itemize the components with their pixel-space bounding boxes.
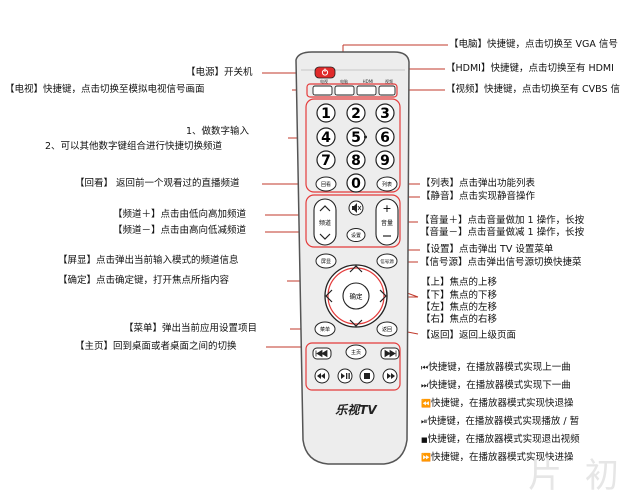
label-next-track: ⏭快捷键，在播放器模式实现下一曲 [421, 380, 571, 391]
svg-text:屏显: 屏显 [321, 259, 331, 265]
prev-track-button[interactable] [312, 347, 332, 360]
list-button[interactable]: 列表 [376, 176, 398, 192]
brand-logo: 乐视TV [335, 403, 378, 417]
svg-text:8: 8 [351, 153, 361, 169]
label-hdmi: 【HDMI】快捷键，点击切换至有 HDMI [446, 63, 614, 74]
label-list: 【列表】点击弹出功能列表 [421, 178, 536, 189]
label-play-pause: ⏯快捷键，在播放器模式实现播放 / 暂 [421, 416, 580, 427]
hdmi-button[interactable] [356, 85, 377, 96]
tv-button[interactable] [312, 85, 333, 96]
svg-text:频道: 频道 [319, 219, 331, 227]
svg-text:确定: 确定 [350, 292, 364, 301]
label-menu: 【菜单】弹出当前应用设置项目 [124, 323, 258, 334]
tv-label: 电视 [320, 78, 328, 84]
digit-button-6[interactable]: 6 [375, 127, 395, 147]
next-track-button[interactable] [380, 347, 400, 360]
digit-button-0[interactable]: 0 [346, 173, 366, 193]
play-pause-icon: ⏯ [421, 417, 428, 426]
svg-text:3: 3 [380, 106, 390, 122]
svg-text:返回: 返回 [382, 326, 392, 333]
label-tv: 【电视】快捷键，点击切换至模拟电视信号画面 [5, 84, 205, 95]
display-button[interactable]: 屏显 [315, 253, 337, 269]
mute-button[interactable] [348, 200, 364, 216]
label-fast-forward: ⏩快捷键，在播放器模式实现快进操 [421, 452, 574, 463]
label-right: 【右】焦点的右移 [421, 314, 498, 325]
label-settings: 【设置】点击弹出 TV 设置菜单 [421, 244, 554, 255]
label-up: 【上】焦点的上移 [421, 277, 498, 288]
label-volume-up: 【音量＋】点击音量做加 1 操作，长按 [420, 215, 585, 226]
label-ok: 【确定】点击确定键，打开焦点所指内容 [58, 275, 230, 286]
svg-text:0: 0 [351, 176, 361, 192]
menu-button[interactable]: 菜单 [314, 321, 336, 337]
power-button[interactable] [314, 66, 336, 79]
source-button[interactable]: 信号源 [376, 253, 398, 269]
label-display: 【屏显】点击弹出当前输入模式的频道信息 [58, 255, 239, 266]
prev-track-icon: ⏮ [421, 363, 429, 372]
label-down: 【下】焦点的下移 [421, 290, 498, 301]
digit-button-7[interactable]: 7 [316, 150, 336, 170]
hdmi-label: HDMI [363, 79, 374, 84]
svg-text:5: 5 [351, 130, 361, 146]
label-home: 【主页】回到桌面或者桌面之间的切换 [75, 341, 237, 352]
label-back-view: 【回看】 返回前一个观看过的直播频道 [75, 178, 240, 189]
video-button[interactable] [378, 85, 396, 96]
label-channel-down: 【频道－】点击由高向低减频道 [113, 225, 247, 236]
svg-text:信号源: 信号源 [380, 258, 394, 265]
svg-text:2: 2 [351, 106, 361, 122]
rewind-button[interactable] [314, 368, 330, 384]
svg-text:主页: 主页 [351, 349, 361, 356]
svg-text:回看: 回看 [321, 181, 331, 188]
label-pc: 【电脑】快捷键，点击切换至 VGA 信号 [449, 39, 618, 50]
label-digits-1: 1、做数字输入 [186, 126, 250, 137]
label-stop: ■快捷键，在播放器模式实现退出视频 [421, 434, 580, 445]
digit-button-4[interactable]: 4 [316, 127, 336, 147]
return-button[interactable]: 返回 [376, 321, 398, 337]
back-view-button[interactable]: 回看 [315, 176, 337, 192]
video-label: 视频 [385, 78, 393, 84]
svg-text:4: 4 [321, 130, 331, 146]
pc-label: 电脑 [340, 78, 348, 84]
ok-button[interactable]: 确定 [342, 282, 370, 310]
svg-text:设置: 设置 [351, 232, 361, 239]
svg-text:菜单: 菜单 [320, 326, 330, 333]
digit-button-5[interactable]: 5 [346, 127, 367, 147]
digit-button-9[interactable]: 9 [375, 150, 395, 170]
label-left: 【左】焦点的左移 [421, 302, 498, 313]
svg-text:列表: 列表 [382, 181, 392, 188]
rewind-icon: ⏪ [421, 399, 431, 408]
label-channel-up: 【频道＋】点击由低向高加频道 [113, 209, 247, 220]
digit-button-2[interactable]: 2 [346, 103, 366, 123]
stop-button[interactable] [359, 368, 375, 384]
fast-forward-button[interactable] [382, 368, 398, 384]
digit-button-1[interactable]: 1 [316, 103, 336, 123]
next-track-icon: ⏭ [421, 381, 429, 390]
watermark: 片 初 [528, 456, 625, 496]
home-button[interactable]: 主页 [345, 344, 367, 360]
label-digits-2: 2、可以其他数字键组合进行快捷切换频道 [45, 141, 223, 152]
label-video: 【视频】快捷键，点击切换至有 CVBS 信 [446, 84, 621, 95]
label-power: 【电源】开关机 [186, 67, 253, 78]
settings-button[interactable]: 设置 [346, 228, 366, 242]
volume-rocker[interactable]: + 音量 [375, 198, 399, 246]
pc-button[interactable] [334, 85, 355, 96]
play-pause-button[interactable] [337, 368, 353, 384]
stop-icon: ■ [421, 436, 428, 444]
svg-text:1: 1 [321, 106, 331, 122]
digit-button-3[interactable]: 3 [375, 103, 395, 123]
svg-text:7: 7 [321, 153, 331, 169]
svg-text:+: + [382, 202, 391, 215]
svg-text:6: 6 [380, 130, 390, 146]
label-rewind: ⏪快捷键，在播放器模式实现快退操 [421, 398, 574, 409]
label-mute: 【静音】点击实现静音操作 [421, 191, 536, 202]
channel-rocker[interactable]: 频道 [313, 198, 337, 246]
label-source: 【信号源】点击弹出信号源切换快捷菜 [420, 257, 582, 268]
label-return: 【返回】返回上级页面 [421, 330, 517, 341]
svg-text:音量: 音量 [381, 219, 393, 227]
fast-forward-icon: ⏩ [421, 453, 431, 462]
digit-button-8[interactable]: 8 [346, 150, 366, 170]
label-volume-down: 【音量－】点击音量做减 1 操作，长按 [420, 227, 585, 238]
label-prev-track: ⏮快捷键，在播放器模式实现上一曲 [421, 362, 571, 373]
svg-text:9: 9 [380, 153, 390, 169]
